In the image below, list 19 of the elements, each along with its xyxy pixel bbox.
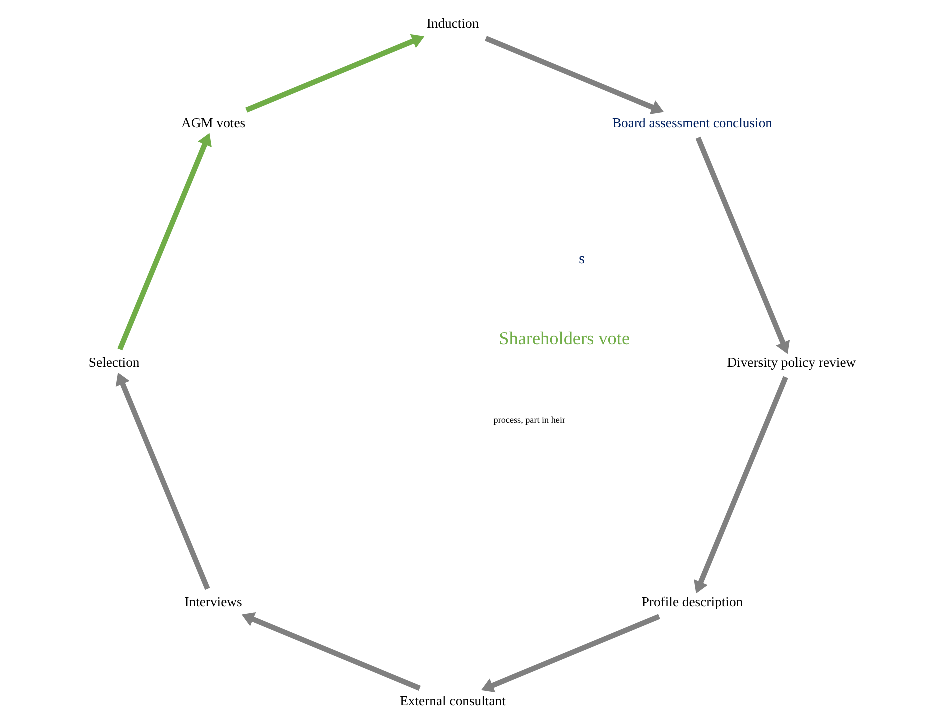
arrow — [115, 372, 210, 590]
arrow — [241, 612, 420, 691]
node-text: Diversity policy review — [726, 354, 856, 370]
node-text: External consultant — [400, 694, 506, 709]
arrow — [694, 376, 788, 594]
node-text: AGM votes — [180, 115, 246, 130]
arrow — [695, 136, 790, 354]
arrow — [480, 614, 660, 693]
arrow — [117, 133, 212, 351]
label: s — [578, 250, 584, 268]
node-text: Induction — [426, 16, 479, 32]
node-text: Board assessment conclusion — [612, 115, 772, 130]
label: process, part in heir — [493, 414, 566, 425]
node-text: Selection — [88, 354, 140, 370]
arrow — [484, 36, 664, 115]
node-text: Interviews — [184, 594, 242, 610]
node-text: Profile description — [641, 594, 743, 610]
label: Shareholders vote — [498, 328, 630, 349]
arrow — [245, 34, 424, 113]
